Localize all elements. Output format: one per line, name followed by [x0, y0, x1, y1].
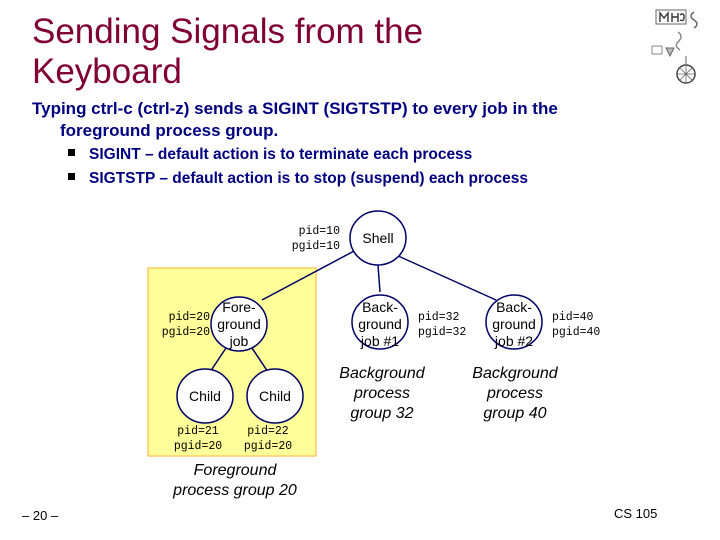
fg-job-label: Fore- ground job	[209, 299, 269, 350]
shell-pgid: pgid=10	[291, 240, 340, 253]
bg-group-40-line-1: Background	[472, 365, 558, 382]
bg-group-32-line-1: Background	[339, 365, 425, 382]
fg-group-20-line-1: Foreground	[193, 462, 277, 479]
child1-node	[176, 368, 234, 424]
sub-bullet-sigint: SIGINT – default action is to terminate …	[68, 146, 472, 164]
bg-group-32-label: Background process group 32	[322, 364, 442, 424]
bg-job2-label-line-3: job #2	[494, 333, 534, 349]
square-bullet-icon	[68, 173, 75, 181]
sub-bullet-sigtstp: SIGTSTP – default action is to stop (sus…	[68, 170, 528, 188]
bg-job2-ids: pid=40 pgid=40	[552, 310, 616, 340]
child2-pgid: pgid=20	[243, 440, 293, 453]
child1-label: Child	[189, 388, 221, 404]
bg-group-32-line-3: group 32	[350, 405, 414, 422]
fg-group-20-line-2: process group 20	[173, 482, 297, 499]
child2-pid: pid=22	[247, 425, 289, 438]
child1-pgid: pgid=20	[173, 440, 223, 453]
main-bullet-line-2: foreground process group.	[60, 121, 279, 140]
bg-job1-label-line-3: job #1	[360, 333, 400, 349]
fg-group-20-label: Foreground process group 20	[150, 461, 320, 501]
course-label: CS 105	[614, 506, 658, 521]
fg-job-label-line-1: Fore-	[222, 299, 256, 315]
child2-node	[246, 368, 304, 424]
shell-ids: pid=10 pgid=10	[282, 224, 340, 254]
bg-group-40-label: Background process group 40	[455, 364, 575, 424]
main-bullet: Typing ctrl-c (ctrl-z) sends a SIGINT (S…	[32, 98, 692, 142]
page-title: Sending Signals from the Keyboard	[32, 12, 423, 92]
bg-job2-label-line-1: Back-	[496, 299, 532, 315]
fg-job-label-line-2: ground	[217, 316, 261, 332]
bg-job2-label: Back- ground job #2	[482, 299, 546, 350]
edge-shell-bg-job1	[377, 264, 381, 293]
page-number: – 20 –	[22, 508, 59, 523]
bg-group-40-line-3: group 40	[483, 405, 547, 422]
title-line-2: Keyboard	[32, 52, 182, 91]
shell-node	[349, 210, 407, 266]
main-bullet-line-1: Typing ctrl-c (ctrl-z) sends a SIGINT (S…	[32, 99, 558, 118]
shell-pid: pid=10	[298, 225, 340, 238]
bg-job1-label: Back- ground job #1	[348, 299, 412, 350]
bg-job1-node	[351, 294, 409, 350]
fg-job-ids: pid=20 pgid=20	[150, 310, 210, 340]
child1-pid: pid=21	[177, 425, 219, 438]
bg-job1-pid: pid=32	[418, 311, 460, 324]
hmc-cs-logo	[651, 9, 698, 84]
bg-group-40-line-2: process	[486, 385, 544, 402]
fg-job-node	[210, 296, 268, 352]
bg-group-32-line-2: process	[353, 385, 411, 402]
fg-job-label-line-3: job	[229, 333, 249, 349]
shell-label: Shell	[362, 230, 394, 246]
sub-bullet-text: SIGTSTP – default action is to stop (sus…	[89, 170, 528, 187]
child2-ids: pid=22 pgid=20	[236, 424, 300, 454]
bg-job2-pid: pid=40	[552, 311, 594, 324]
bg-job1-label-line-1: Back-	[362, 299, 398, 315]
title-line-1: Sending Signals from the	[32, 12, 424, 51]
edge-shell-fg-job	[261, 249, 357, 301]
square-bullet-icon	[68, 149, 75, 157]
bg-job1-label-line-2: ground	[358, 316, 402, 332]
sub-bullet-text: SIGINT – default action is to terminate …	[89, 146, 473, 163]
edge-shell-bg-job2	[395, 254, 497, 301]
bg-job2-pgid: pgid=40	[552, 326, 601, 339]
fg-job-pgid: pgid=20	[161, 326, 210, 339]
edge-fg-child1	[209, 347, 227, 373]
edge-fg-child2	[251, 347, 269, 373]
child1-ids: pid=21 pgid=20	[166, 424, 230, 454]
bg-job2-label-line-2: ground	[492, 316, 536, 332]
bg-job2-node	[485, 294, 543, 350]
fg-job-pid: pid=20	[168, 311, 210, 324]
bg-job1-ids: pid=32 pgid=32	[418, 310, 482, 340]
bg-job1-pgid: pgid=32	[418, 326, 467, 339]
child2-label: Child	[259, 388, 291, 404]
